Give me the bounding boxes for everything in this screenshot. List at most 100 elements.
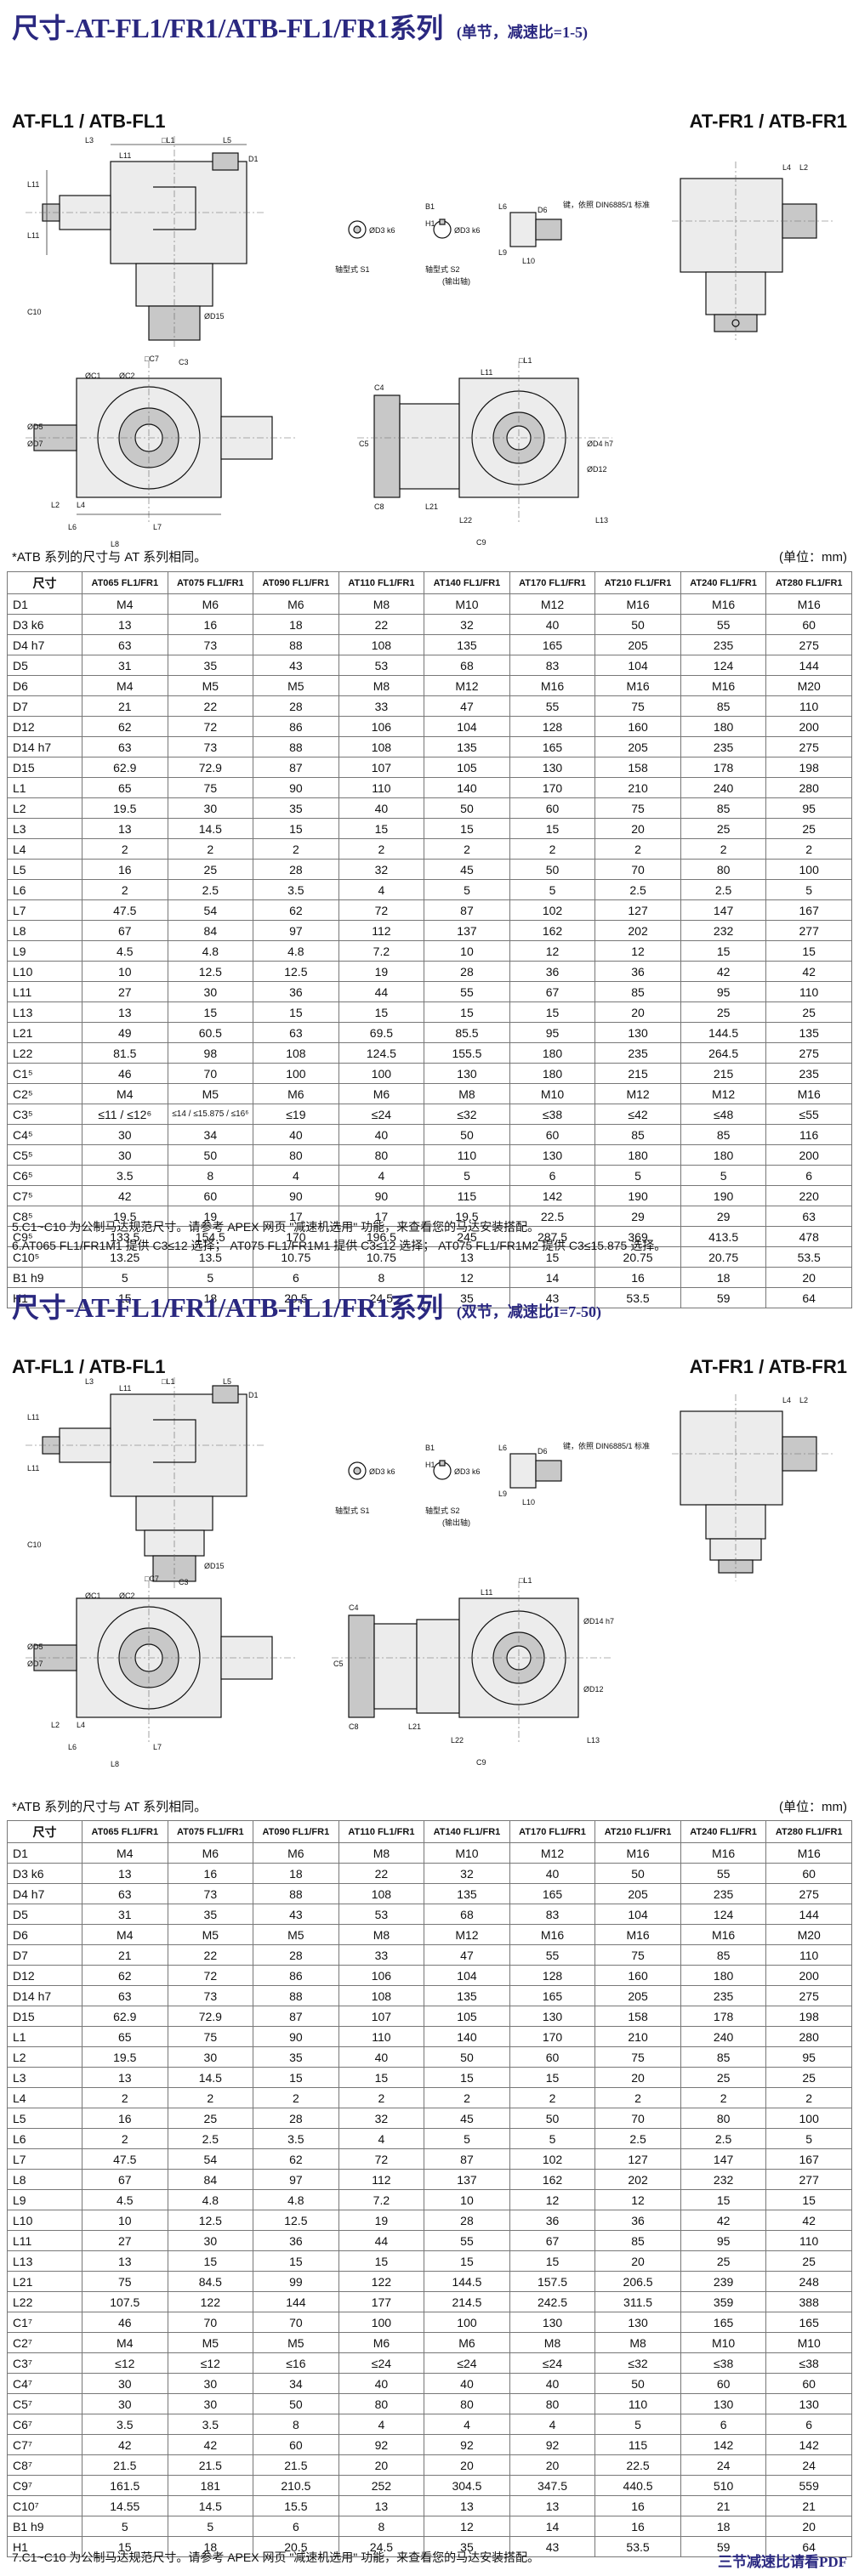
table-cell: 42 — [680, 961, 767, 982]
table-cell: 85 — [680, 1944, 767, 1966]
row-label: L21 — [7, 2271, 82, 2292]
row-label: D4 h7 — [7, 634, 82, 655]
table-cell: 15 — [509, 1246, 596, 1268]
table-cell: 32 — [424, 614, 510, 635]
svg-text:D6: D6 — [538, 206, 548, 214]
table-cell: 20 — [594, 818, 681, 839]
table-cell: 124 — [680, 655, 767, 676]
table-cell: ≤14 / ≤15.875 / ≤16⁶ — [167, 1104, 254, 1125]
header-model: AT140 FL1/FR1 — [424, 1820, 510, 1843]
row-label: H1 — [7, 2536, 82, 2557]
svg-text:C8: C8 — [349, 1722, 359, 1731]
svg-text:ØD12: ØD12 — [583, 1685, 604, 1694]
table-cell: 248 — [765, 2271, 852, 2292]
pdf-link[interactable]: 三节减速比请看PDF — [717, 2554, 847, 2570]
table-cell: 110 — [594, 2393, 681, 2414]
table-cell: 232 — [680, 2169, 767, 2190]
table-cell: 25 — [765, 818, 852, 839]
section-title: 尺寸-AT-FL1/FR1/ATB-FL1/FR1系列 — [12, 1292, 443, 1323]
table-cell: 36 — [509, 2210, 596, 2231]
row-label: C6⁷ — [7, 2414, 82, 2435]
table-cell: 92 — [509, 2434, 596, 2455]
table-cell: 25 — [765, 2067, 852, 2088]
table-cell: 68 — [424, 655, 510, 676]
table-cell: M8 — [338, 675, 425, 696]
row-label: C3⁷ — [7, 2352, 82, 2374]
table-cell: 43 — [253, 1904, 339, 1925]
table-cell: 5 — [594, 2414, 681, 2435]
output-shaft-label: (输出轴) — [442, 276, 470, 286]
table-cell: 142 — [509, 1185, 596, 1206]
table-cell: 130 — [509, 2312, 596, 2333]
section-title-bar: 尺寸-AT-FL1/FR1/ATB-FL1/FR1系列 (单节，减速比=1-5) — [0, 0, 859, 60]
svg-text:L6: L6 — [498, 1444, 507, 1452]
row-label: D7 — [7, 1944, 82, 1966]
table-cell: 25 — [680, 1001, 767, 1023]
table-cell: 65 — [82, 777, 168, 798]
table-cell: 72 — [338, 2148, 425, 2170]
row-label: L4 — [7, 2087, 82, 2108]
header-model: AT240 FL1/FR1 — [680, 571, 767, 594]
table-cell: ≤32 — [424, 1104, 510, 1125]
table-cell: 4 — [424, 2414, 510, 2435]
table-cell: 43 — [509, 1287, 596, 1308]
table-cell: 15 — [338, 2250, 425, 2272]
row-label: C5⁵ — [7, 1144, 82, 1166]
table-cell: 100 — [338, 1063, 425, 1084]
svg-text:L10: L10 — [522, 257, 535, 265]
table-cell: 190 — [680, 1185, 767, 1206]
table-cell: 30 — [82, 1144, 168, 1166]
table-cell: 108 — [338, 736, 425, 757]
row-label: B1 h9 — [7, 2516, 82, 2537]
table-cell: 180 — [594, 1144, 681, 1166]
table-cell: 161.5 — [82, 2475, 168, 2496]
table-cell: 70 — [594, 859, 681, 880]
table-cell: 162 — [509, 2169, 596, 2190]
table-row: C3⁵≤11 / ≤12⁶≤14 / ≤15.875 / ≤16⁶≤19≤24≤… — [7, 1104, 852, 1125]
table-cell: 27 — [82, 2230, 168, 2251]
table-cell: 144.5 — [680, 1022, 767, 1043]
table-cell: M5 — [167, 675, 254, 696]
table-cell: 180 — [680, 716, 767, 737]
table-cell: 5 — [680, 1165, 767, 1186]
table-cell: 4 — [338, 2414, 425, 2435]
table-cell: 4 — [338, 2128, 425, 2149]
svg-text:ØC2: ØC2 — [119, 1592, 135, 1600]
table-cell: 20.5 — [253, 1287, 339, 1308]
table-cell: 15 — [167, 2250, 254, 2272]
table-cell: 53.5 — [594, 2536, 681, 2557]
table-cell: 6 — [253, 2516, 339, 2537]
drawing-right-front-view: C4 □L1 L11 C5 C8 L21 L22 C9 ØD4 h7 ØD12 … — [357, 356, 613, 547]
table-cell: M5 — [167, 2332, 254, 2353]
table-cell: M16 — [509, 1924, 596, 1945]
series-note: *ATB 系列的尺寸与 AT 系列相同。 — [12, 1799, 208, 1814]
table-cell: 5 — [509, 2128, 596, 2149]
table-cell: 30 — [82, 1124, 168, 1145]
table-cell: 5 — [765, 2128, 852, 2149]
table-cell: 311.5 — [594, 2291, 681, 2312]
unit-note: (单位：mm) — [779, 1799, 847, 1814]
drawing-right-side-view: L4 L2 — [672, 1394, 833, 1581]
section-double-stage: 尺寸-AT-FL1/FR1/ATB-FL1/FR1系列 (双节，减速比I=7-5… — [0, 1279, 859, 2576]
table-cell: 3.5 — [82, 2414, 168, 2435]
table-cell: 144 — [765, 655, 852, 676]
table-cell: 50 — [594, 2373, 681, 2394]
table-cell: 13 — [82, 614, 168, 635]
table-cell: 359 — [680, 2291, 767, 2312]
table-cell: 15 — [253, 2250, 339, 2272]
table-cell: 4.5 — [82, 940, 168, 962]
table-cell: 264.5 — [680, 1042, 767, 1064]
table-cell: 35 — [167, 1904, 254, 1925]
table-cell: 65 — [82, 2026, 168, 2047]
table-cell: 135 — [424, 634, 510, 655]
svg-text:L11: L11 — [27, 1464, 39, 1472]
svg-text:L13: L13 — [587, 1736, 600, 1745]
table-cell: ≤24 — [338, 2352, 425, 2374]
table-cell: 80 — [680, 859, 767, 880]
table-cell: 73 — [167, 1883, 254, 1904]
table-cell: 75 — [167, 777, 254, 798]
